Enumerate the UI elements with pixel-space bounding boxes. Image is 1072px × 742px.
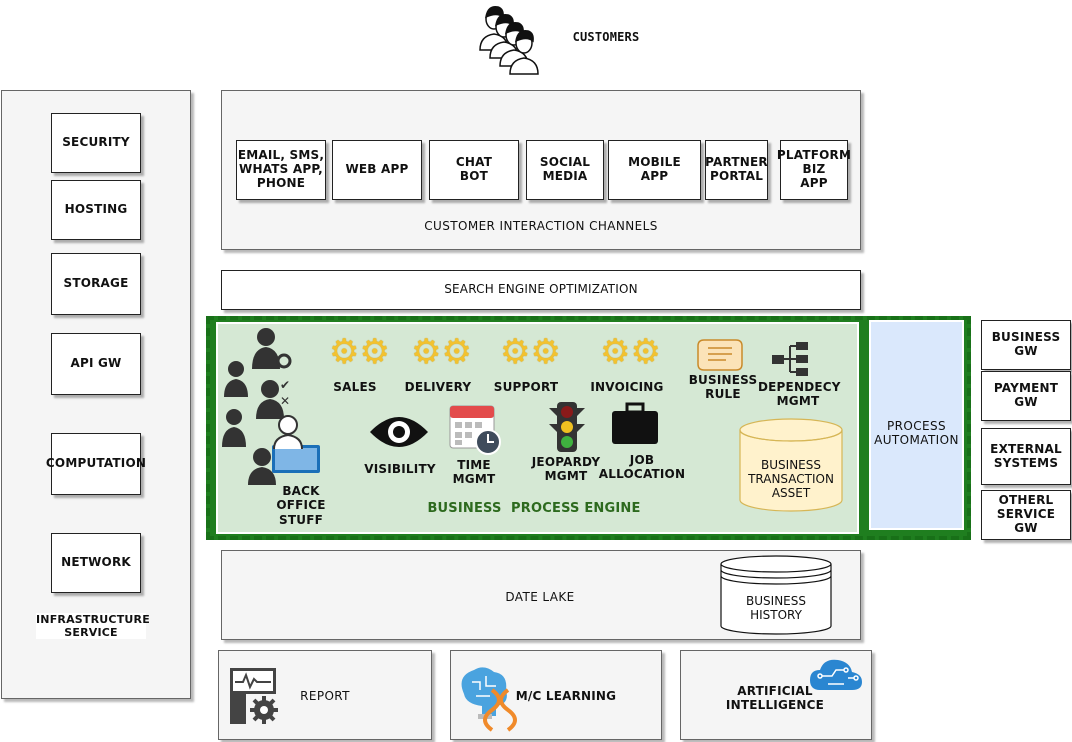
- ml-label: M/C LEARNING: [515, 689, 617, 703]
- time-mgmt-label[interactable]: TIME MGMT: [452, 458, 496, 487]
- channels-title: CUSTOMER INTERACTION CHANNELS: [424, 219, 658, 233]
- customers-label: CUSTOMERS: [572, 30, 640, 44]
- gateway-other-service[interactable]: OTHERL SERVICE GW: [981, 490, 1071, 540]
- ai-label: ARTIFICIAL INTELLIGENCE: [725, 684, 825, 713]
- transaction-asset-label: BUSINESS TRANSACTION ASSET: [748, 458, 834, 500]
- gateway-external-systems[interactable]: EXTERNAL SYSTEMS: [981, 428, 1071, 485]
- scroll-icon: [697, 336, 744, 372]
- calendar-clock-icon: [449, 402, 502, 456]
- ai-cloud-icon: [810, 658, 862, 692]
- dependency-label[interactable]: DEPENDECY MGMT: [758, 380, 841, 409]
- infra-security[interactable]: SECURITY: [51, 113, 141, 173]
- channel-platform-biz-app[interactable]: PLATFORM BIZ APP: [777, 140, 851, 200]
- infra-computation[interactable]: COMPUTATION: [46, 433, 146, 495]
- job-allocation-label[interactable]: JOB ALLOCATION: [598, 453, 686, 482]
- channel-mobile-app[interactable]: MOBILE APP: [608, 140, 701, 200]
- infra-hosting[interactable]: HOSTING: [51, 180, 141, 240]
- traffic-light-icon: [549, 402, 585, 454]
- jeopardy-label[interactable]: JEOPARDY MGMT: [531, 455, 601, 484]
- channel-email-sms[interactable]: EMAIL, SMS, WHATS APP, PHONE: [236, 140, 326, 200]
- channel-partner-portal[interactable]: PARTNER PORTAL: [705, 140, 768, 200]
- transaction-asset-cylinder[interactable]: [739, 418, 843, 512]
- brain-dna-icon: [456, 666, 518, 732]
- gateway-business[interactable]: BUSINESS GW: [981, 320, 1071, 370]
- bpe-title: BUSINESS PROCESS ENGINE: [427, 501, 641, 516]
- process-delivery[interactable]: DELIVERY: [404, 380, 472, 394]
- infra-api-gw[interactable]: API GW: [51, 333, 141, 395]
- seo-bar[interactable]: SEARCH ENGINE OPTIMIZATION: [221, 270, 861, 310]
- back-office-label: BACK OFFICE STUFF: [276, 484, 326, 527]
- customers-icon: [478, 2, 556, 80]
- report-gear-icon: [230, 668, 284, 724]
- infra-network[interactable]: NETWORK: [51, 533, 141, 593]
- channel-web-app[interactable]: WEB APP: [332, 140, 422, 200]
- process-automation-box[interactable]: [869, 320, 964, 530]
- eye-icon: [368, 410, 430, 454]
- channel-chat-bot[interactable]: CHAT BOT: [429, 140, 519, 200]
- report-panel[interactable]: [218, 650, 432, 740]
- svg-text:✕: ✕: [280, 394, 290, 408]
- infrastructure-title: INFRASTRUCTURE SERVICE: [36, 613, 150, 640]
- process-invoicing[interactable]: INVOICING: [590, 380, 664, 394]
- process-sales[interactable]: SALES: [333, 380, 377, 394]
- gear-icon-delivery: ⚙⚙: [411, 332, 472, 372]
- report-label: REPORT: [300, 689, 350, 703]
- gateway-payment[interactable]: PAYMENT GW: [981, 371, 1071, 421]
- back-office-people-icon: ✔ ✕: [222, 325, 326, 485]
- infra-storage[interactable]: STORAGE: [51, 253, 141, 315]
- hierarchy-icon: [772, 342, 810, 376]
- data-lake-label: DATE LAKE: [505, 590, 575, 604]
- process-support[interactable]: SUPPORT: [493, 380, 559, 394]
- gear-icon-support: ⚙⚙: [500, 332, 561, 372]
- gear-icon-sales: ⚙⚙: [329, 332, 390, 372]
- briefcase-icon: [612, 402, 658, 444]
- business-history-cylinder[interactable]: [720, 555, 832, 635]
- channel-social-media[interactable]: SOCIAL MEDIA: [526, 140, 604, 200]
- process-automation-label: PROCESS AUTOMATION: [874, 419, 959, 447]
- gear-icon-invoicing: ⚙⚙: [600, 332, 661, 372]
- business-rule-label[interactable]: BUSINESS RULE: [688, 373, 758, 402]
- svg-text:✔: ✔: [280, 378, 290, 392]
- business-history-label: BUSINESS HISTORY: [746, 594, 806, 622]
- visibility-label[interactable]: VISIBILITY: [364, 462, 436, 476]
